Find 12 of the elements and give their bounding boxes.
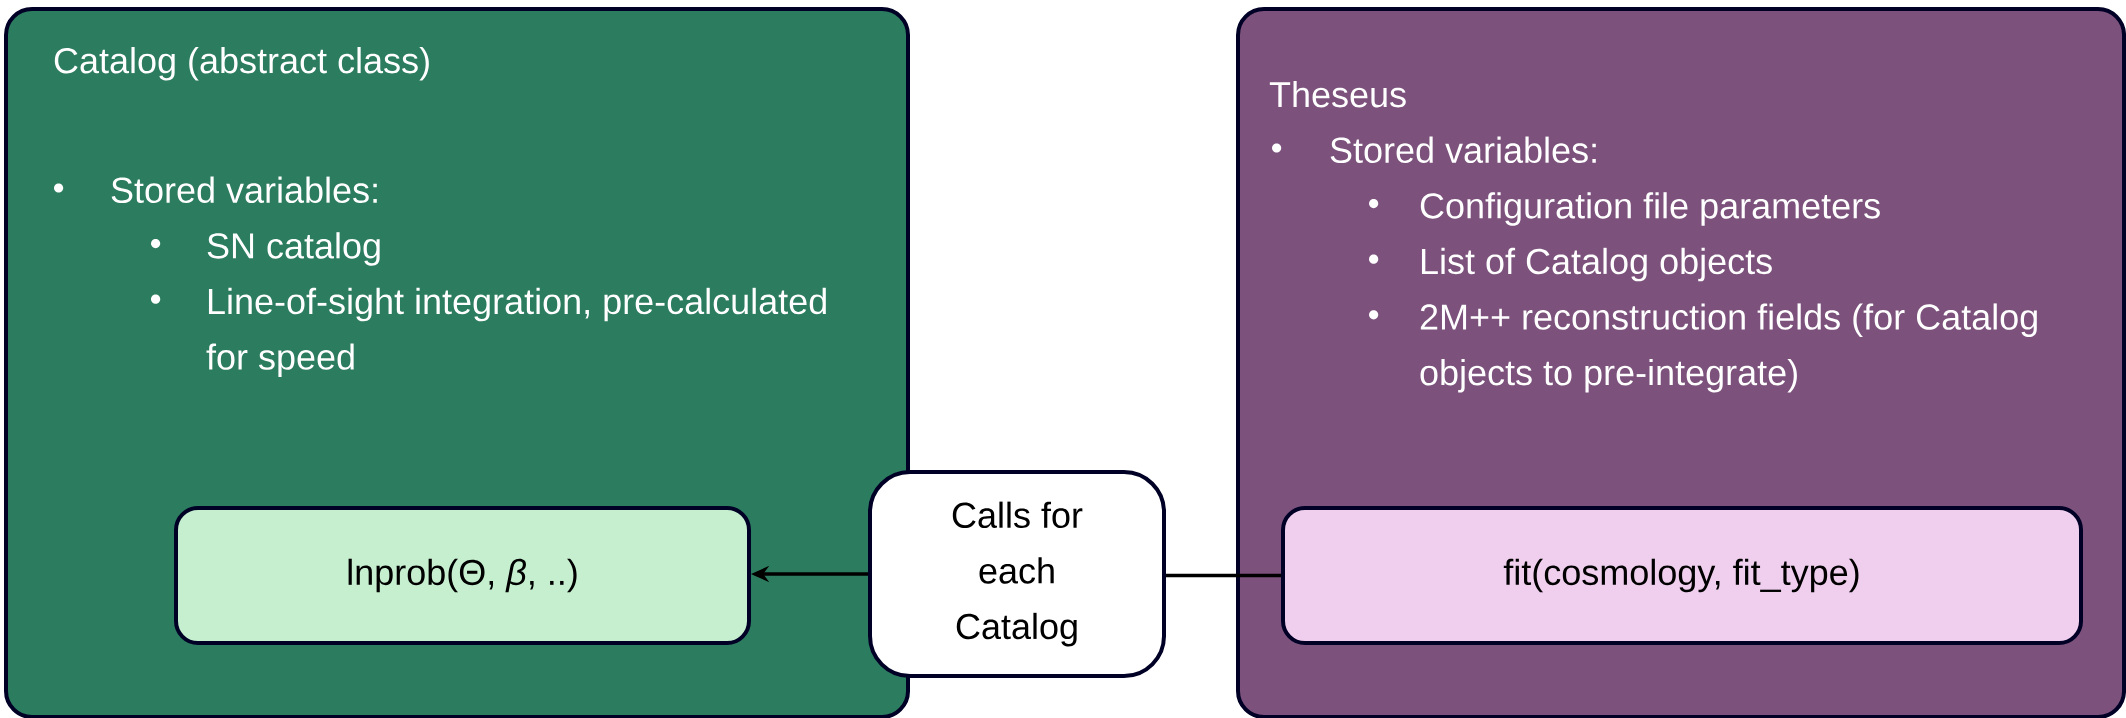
bullet-item: Stored variables: (1272, 136, 1596, 164)
bullet-item: 2M++ reconstruction fields (for Catalog objects to pre-integrate) (1369, 303, 2037, 393)
bullet-item: Stored variables: (54, 176, 377, 204)
box-title: Theseus (1269, 81, 1406, 108)
bullet-item: Configuration file parameters (1369, 192, 1880, 226)
method-box: lnprob(Θ, β, ..) (174, 506, 751, 645)
bullet-item: SN catalog (151, 232, 380, 266)
label-box: Calls for each Catalog (868, 470, 1166, 678)
method-box: fit(cosmology, fit_type) (1281, 506, 2083, 645)
box-title: Catalog (abstract class) (54, 47, 429, 81)
bullet-item: List of Catalog objects (1369, 247, 1772, 282)
bullet-item: Line-of-sight integration, pre-calculated for speed (151, 287, 826, 377)
